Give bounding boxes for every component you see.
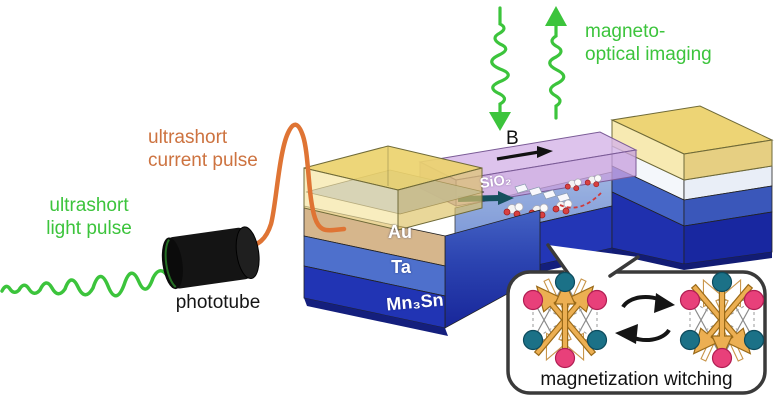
inset-bubble (506, 243, 767, 395)
device-right-pad (610, 105, 774, 270)
current-pulse-line1: ultrashort (148, 127, 228, 148)
light-pulse-label: ultrashort light pulse (28, 194, 150, 240)
device-left-pad (303, 145, 541, 336)
molecule-clusters (503, 174, 602, 219)
sio2-label: SiO₂ (478, 171, 513, 193)
spin-flip-arc (559, 192, 602, 209)
current-pulse-wire (243, 122, 347, 251)
spin-texture-chips (514, 183, 571, 203)
probe-pulse-incident-arrow (489, 6, 511, 131)
light-pulse-line2: light pulse (46, 218, 132, 239)
phototube-cylinder (161, 226, 260, 290)
b-field-label: B (506, 128, 519, 149)
inset-caption: magnetization witching (540, 369, 733, 390)
right-gold-contact (610, 105, 774, 181)
magneto-optical-label: magneto- optical imaging (585, 20, 712, 66)
light-pulse-line1: ultrashort (49, 195, 129, 216)
ta-layer-label: Ta (391, 257, 411, 277)
current-pulse-label: ultrashort current pulse (148, 126, 258, 172)
switching-cycle-arrows (615, 293, 675, 344)
b-field-arrow (496, 146, 553, 161)
magneto-optical-line1: magneto- (585, 21, 666, 42)
bubble-tail (548, 245, 638, 277)
left-gold-contact (303, 145, 483, 231)
phototube-label: phototube (175, 292, 261, 313)
probe-pulse-reflected-arrow (545, 6, 567, 120)
light-pulse-wave (0, 261, 186, 298)
magneto-optical-line2: optical imaging (585, 44, 712, 65)
current-pulse-line2: current pulse (148, 150, 258, 171)
au-layer-label: Au (388, 222, 412, 242)
